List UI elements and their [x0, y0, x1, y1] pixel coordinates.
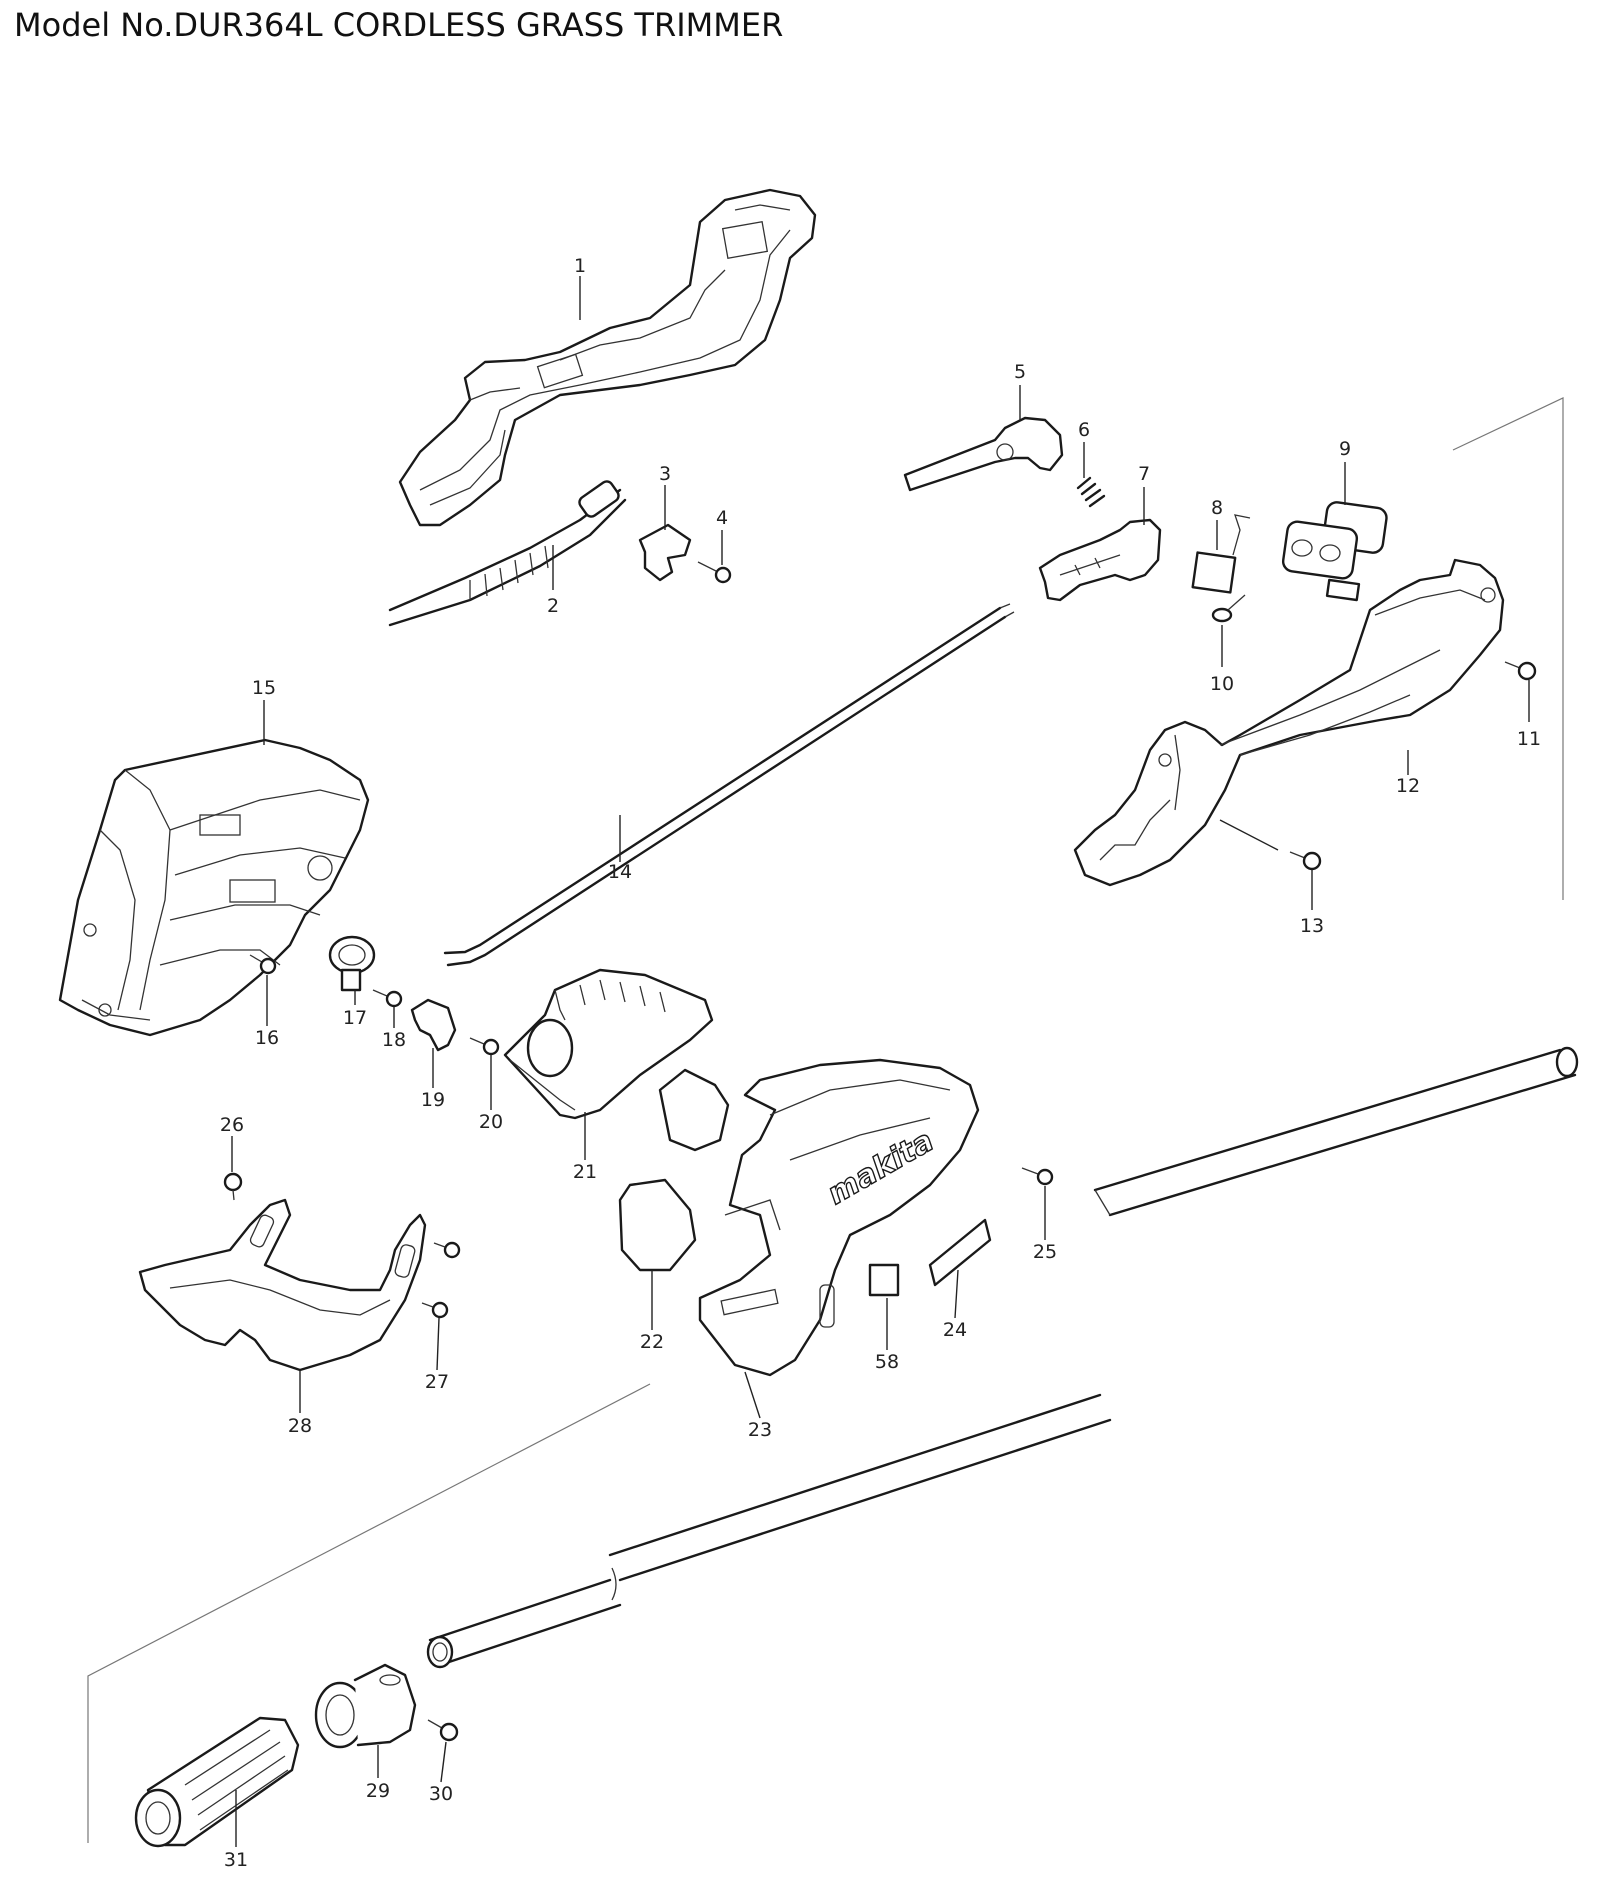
- callout-7: 7: [1138, 463, 1150, 485]
- part-18-screw: [372, 989, 403, 1008]
- part-3-clip: [638, 523, 692, 582]
- part-26-screw: [223, 1172, 243, 1201]
- part-27-screws: [421, 1241, 461, 1319]
- part-4-screw: [697, 561, 732, 584]
- callout-18: 18: [382, 1029, 406, 1051]
- part-29-pipe-clamp: [314, 1663, 417, 1749]
- callout-13: 13: [1300, 915, 1324, 937]
- part-12-handle-housing: [1073, 558, 1505, 887]
- page-title: Model No.DUR364L CORDLESS GRASS TRIMMER: [14, 6, 784, 44]
- callout-30: 30: [429, 1783, 453, 1805]
- part-16-screw: [249, 954, 277, 975]
- part-8-switch: [1191, 514, 1251, 594]
- callout-5: 5: [1014, 361, 1026, 383]
- part-25-screw: [1021, 1167, 1054, 1186]
- leader-lines: [231, 276, 1530, 1847]
- callout-28: 28: [288, 1415, 312, 1437]
- callout-3: 3: [659, 463, 671, 485]
- callout-6: 6: [1078, 419, 1090, 441]
- callout-2: 2: [547, 595, 559, 617]
- callout-23: 23: [748, 1419, 772, 1441]
- part-22-terminal: [618, 1068, 730, 1272]
- part-11-screw: [1504, 661, 1537, 681]
- callout-25: 25: [1033, 1241, 1057, 1263]
- frame-lines: [87, 397, 1564, 1843]
- shaft-pipe: [426, 1046, 1579, 1669]
- callout-26: 26: [220, 1114, 244, 1136]
- part-1-housing: [398, 188, 817, 527]
- part-19-holder: [410, 998, 457, 1052]
- callout-20: 20: [479, 1111, 503, 1133]
- callout-14: 14: [608, 861, 632, 883]
- part-2-cord: [388, 480, 627, 627]
- part-10-spring: [1211, 594, 1246, 623]
- part-13-screw: [1289, 851, 1322, 871]
- callout-58: 58: [875, 1351, 899, 1373]
- part-5-lever: [903, 416, 1064, 492]
- part-24-label: [928, 1218, 992, 1287]
- callout-1: 1: [574, 255, 586, 277]
- callout-21: 21: [573, 1161, 597, 1183]
- part-28-guard: [138, 1198, 427, 1372]
- callout-31: 31: [224, 1849, 248, 1871]
- part-15-housing-left: [58, 738, 370, 1037]
- part-30-screw: [427, 1719, 459, 1742]
- callout-24: 24: [943, 1319, 967, 1341]
- callout-22: 22: [640, 1331, 664, 1353]
- callout-19: 19: [421, 1089, 445, 1111]
- callout-9: 9: [1339, 438, 1351, 460]
- callout-12: 12: [1396, 775, 1420, 797]
- callout-27: 27: [425, 1371, 449, 1393]
- part-14-cable: [443, 603, 1015, 967]
- part-20-screw: [469, 1037, 500, 1056]
- part-31-grip: [134, 1716, 300, 1848]
- part-7-holder: [1038, 518, 1162, 602]
- part-9-button-pad: [1281, 501, 1388, 602]
- callout-labels: 1 2 3 4 5 6 7 8 9 10 11 12 13 14 15 16 1…: [220, 255, 1541, 1871]
- callout-15: 15: [252, 677, 276, 699]
- part-17-clamp: [328, 935, 376, 992]
- callout-16: 16: [255, 1027, 279, 1049]
- callout-8: 8: [1211, 497, 1223, 519]
- callout-4: 4: [716, 507, 728, 529]
- part-6-spring: [1076, 476, 1106, 508]
- callout-11: 11: [1517, 728, 1541, 750]
- part-23-housing-right: makita: [698, 1058, 980, 1377]
- callout-10: 10: [1210, 673, 1234, 695]
- callout-29: 29: [366, 1780, 390, 1802]
- callout-17: 17: [343, 1007, 367, 1029]
- part-21-controller: [503, 968, 714, 1120]
- part-58-label: [868, 1263, 900, 1297]
